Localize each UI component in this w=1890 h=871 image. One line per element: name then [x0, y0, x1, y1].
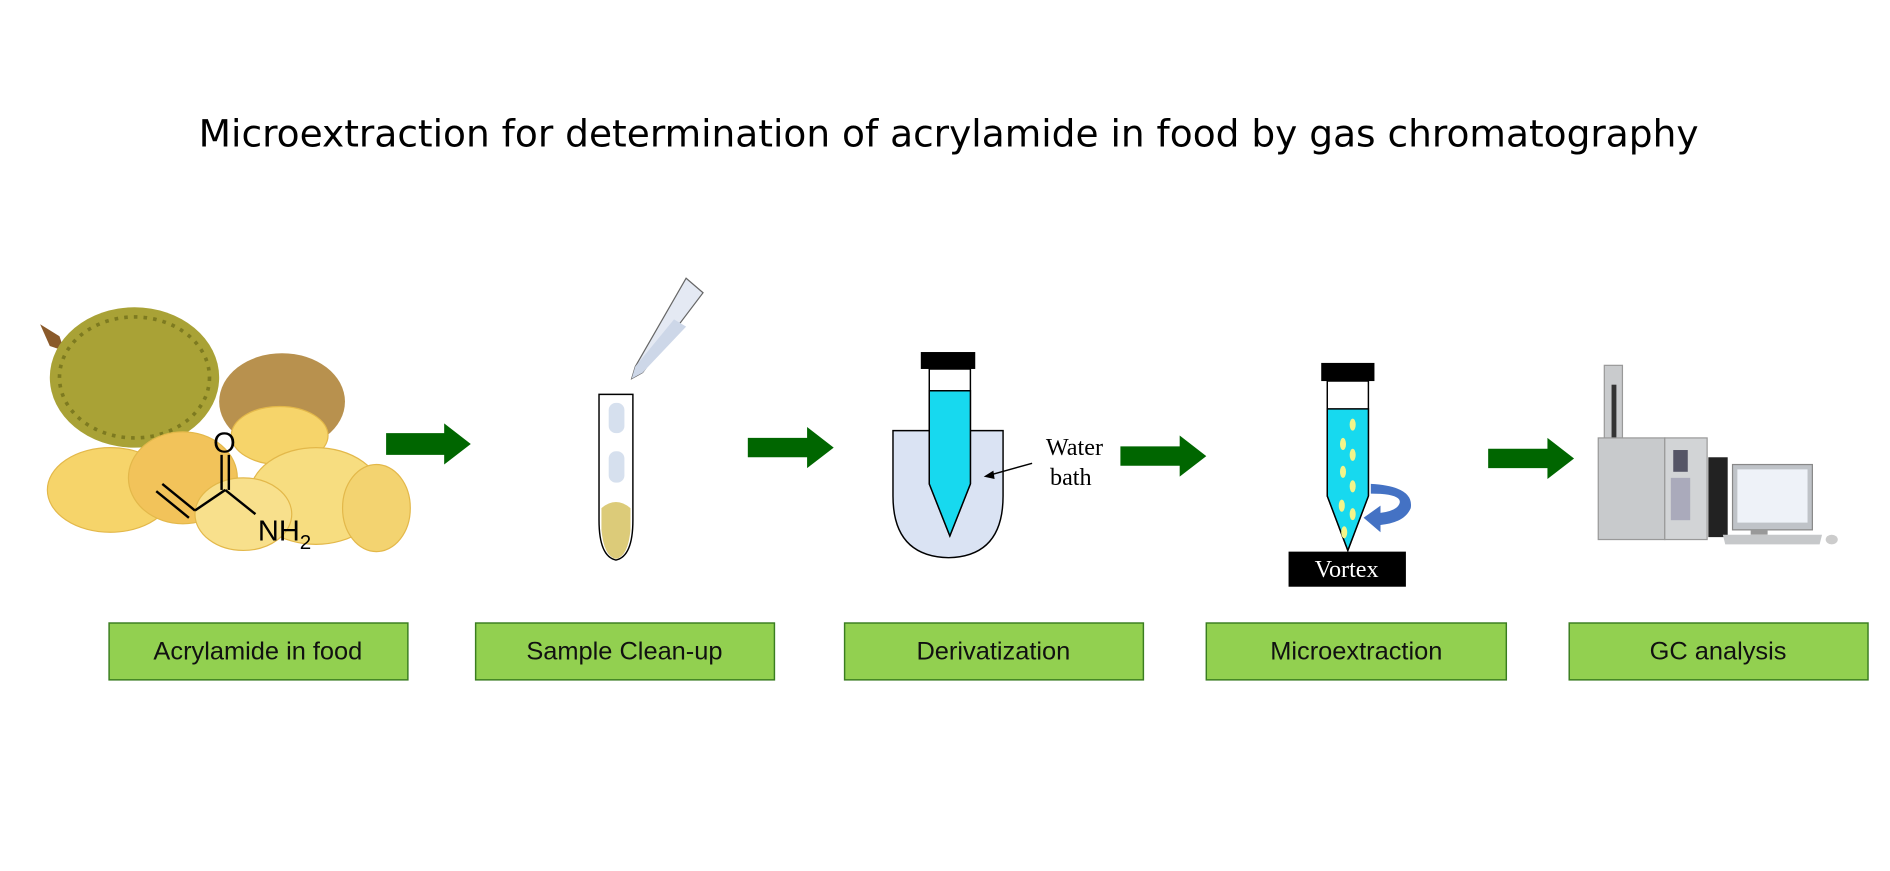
step-label: Microextraction	[1270, 637, 1442, 665]
tube-solution	[928, 390, 972, 538]
derivatization-illustration: Water bath	[892, 352, 1103, 559]
acrylamide-structure	[155, 454, 257, 519]
step-derivatization: Derivatization	[843, 622, 1145, 681]
molecule-oxygen: O	[213, 427, 236, 459]
pointer-arrow	[988, 462, 1033, 477]
durian	[49, 307, 220, 448]
potato-chips	[46, 405, 411, 553]
sorbent-layer	[608, 402, 625, 434]
flow-arrows	[386, 423, 1575, 480]
keyboard	[1722, 534, 1823, 545]
mouse	[1825, 534, 1838, 545]
step-label: Derivatization	[916, 637, 1070, 665]
arrow-right-icon	[747, 427, 834, 469]
microextraction-illustration: Vortex	[1288, 362, 1412, 587]
durian-stem	[40, 324, 65, 351]
arrow-right-icon	[386, 423, 471, 465]
step-labels: Acrylamide in food Sample Clean-up Deriv…	[108, 622, 1869, 681]
extraction-droplets	[1338, 418, 1356, 539]
step-label: Acrylamide in food	[153, 637, 362, 665]
tube-cap	[920, 352, 976, 369]
rotation-arrow-icon	[1363, 483, 1412, 533]
gc-instrument-illustration	[1597, 364, 1838, 545]
pc-tower	[1708, 457, 1728, 538]
sorbent-layer	[608, 451, 625, 483]
step-microextraction: Microextraction	[1205, 622, 1508, 681]
sample-sediment	[601, 502, 631, 559]
water-bath-label: Water	[1046, 434, 1103, 461]
page-title: Microextraction for determination of acr…	[199, 111, 1699, 155]
gc-oven	[1597, 437, 1666, 541]
cleanup-tube-illustration	[598, 277, 704, 561]
tube-solution	[1326, 408, 1370, 553]
step-acrylamide-in-food: Acrylamide in food	[108, 622, 409, 681]
tube-cap	[1321, 362, 1375, 382]
vortex-label: Vortex	[1315, 556, 1379, 583]
arrow-right-icon	[1120, 435, 1207, 477]
arrow-right-icon	[1488, 437, 1575, 480]
water-bath-label: bath	[1050, 464, 1092, 491]
vortex-box	[1288, 551, 1406, 587]
molecule-amine: NH2	[258, 516, 311, 554]
step-gc-analysis: GC analysis	[1568, 622, 1869, 681]
step-label: GC analysis	[1650, 637, 1787, 665]
step-label: Sample Clean-up	[526, 637, 722, 665]
food-illustration: O NH2	[40, 307, 411, 554]
step-sample-clean-up: Sample Clean-up	[474, 622, 776, 681]
